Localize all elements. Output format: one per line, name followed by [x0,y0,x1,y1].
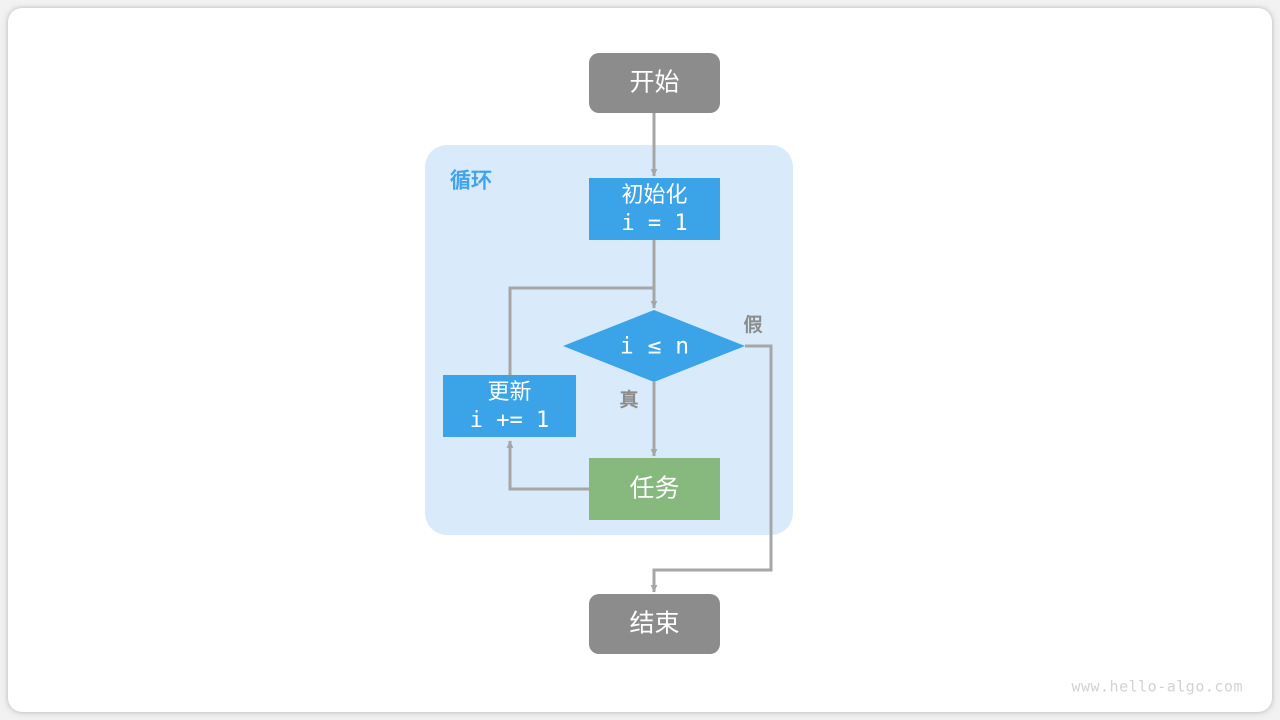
node-start[interactable]: 开始 [589,53,720,113]
loop-group-label: 循环 [450,169,492,193]
node-init[interactable]: 初始化 i = 1 [589,178,720,240]
node-init-label: 初始化 [621,182,687,207]
edge-condition-false-to-end [650,344,773,593]
node-condition-label: i ≤ n [620,334,689,360]
edge-label-true: 真 [619,388,638,411]
edge-task-to-update [506,440,589,491]
node-task-label: 任务 [629,475,679,503]
watermark: www.hello-algo.com [1071,678,1243,696]
node-start-label: 开始 [629,69,679,97]
node-update[interactable]: 更新 i += 1 [443,375,576,437]
node-init-code: i = 1 [621,211,687,236]
node-end-label: 结束 [629,610,679,638]
edge-label-false: 假 [743,313,762,336]
node-end[interactable]: 结束 [589,594,720,654]
node-update-code: i += 1 [470,408,549,433]
node-condition[interactable]: i ≤ n [563,310,745,382]
node-task[interactable]: 任务 [589,458,720,520]
node-update-label: 更新 [487,379,531,404]
edge-update-to-condition [508,286,654,375]
